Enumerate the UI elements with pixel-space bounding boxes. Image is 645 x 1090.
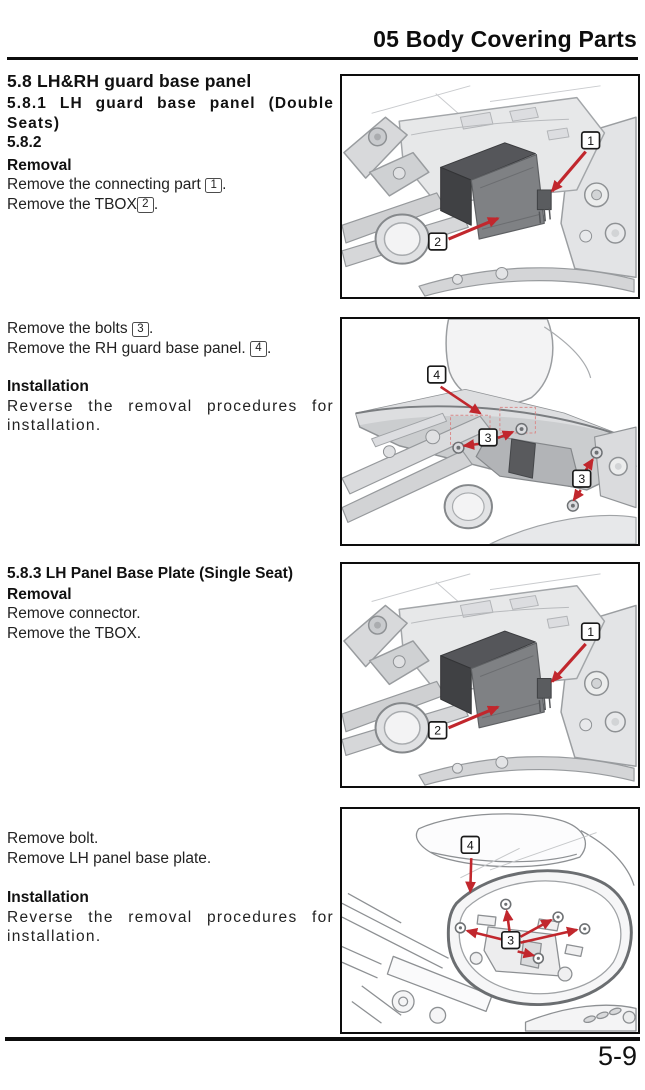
callout-3: 3 [501, 930, 521, 950]
figure-tbox-removal-single-seat: 1 2 [340, 562, 640, 788]
step-remove-tbox: Remove the TBOX. [7, 624, 142, 642]
lh-plate-removal-text-block: Remove bolt. Remove LH panel base plate.… [7, 829, 334, 947]
ref-box-1: 1 [205, 177, 223, 193]
section-5-8-2-heading: 5.8.2 [7, 134, 42, 151]
figure-lh-panel-base-plate: 4 3 [340, 807, 640, 1034]
callout-2: 2 [427, 721, 448, 740]
figure-rh-guard-base-panel: 4 3 3 [340, 317, 640, 546]
spacer [7, 868, 334, 885]
installation-heading: Installation [7, 378, 89, 395]
callout-1: 1 [580, 131, 601, 150]
callout-3b: 3 [572, 469, 592, 488]
ref-box-4: 4 [249, 341, 267, 357]
header-divider [7, 57, 638, 60]
motorcycle-base-plate-illustration: 4 3 [342, 813, 637, 1032]
section-5-8-3-heading: 5.8.3 LH Panel Base Plate (Single Seat) [7, 565, 294, 582]
step-remove-bolts: Remove the bolts 3. [7, 319, 334, 339]
step-text: Remove the TBOX [7, 195, 137, 213]
svg-text:3: 3 [485, 431, 492, 445]
footer-divider [5, 1037, 640, 1041]
removal-heading: Removal [7, 156, 72, 174]
spacer [7, 358, 334, 374]
step-text: Remove the connecting part [7, 176, 206, 193]
red-arrows [447, 150, 587, 241]
page-header-title: 05 Body Covering Parts [373, 26, 637, 52]
ref-box-2: 2 [136, 197, 154, 213]
red-arrows [439, 385, 594, 502]
figure-tbox-removal-double-seats: 1 2 [340, 74, 640, 299]
installation-heading: Installation [7, 889, 89, 906]
step-remove-lh-plate: Remove LH panel base plate. [7, 849, 212, 867]
step-remove-connecting-part: Remove the connecting part 1. [7, 175, 334, 195]
callout-4: 4 [460, 835, 480, 855]
motorcycle-panel-illustration: 4 3 3 [342, 319, 637, 544]
section-5-8-3-text-block: 5.8.3 LH Panel Base Plate (Single Seat) … [7, 564, 334, 643]
svg-text:4: 4 [433, 368, 440, 382]
section-5-8-text-block: 5.8 LH&RH guard base panel 5.8.1 LH guar… [7, 70, 334, 214]
callout-1: 1 [580, 622, 601, 641]
svg-text:3: 3 [507, 934, 514, 948]
rh-panel-removal-text-block: Remove the bolts 3. Remove the RH guard … [7, 319, 334, 436]
step-text: Remove the RH guard base panel. [7, 339, 250, 357]
installation-text: Reverse the removal procedures for insta… [7, 908, 334, 946]
installation-text: Reverse the removal procedures for insta… [7, 397, 334, 435]
callout-3a: 3 [478, 428, 498, 447]
step-suffix: . [266, 339, 272, 357]
motorcycle-tbox-illustration: 1 2 [342, 84, 638, 297]
page-number: 5-9 [597, 1041, 637, 1071]
step-suffix: . [148, 320, 154, 337]
ref-box-3: 3 [131, 321, 149, 337]
removal-heading: Removal [7, 585, 72, 603]
svg-text:4: 4 [467, 838, 474, 852]
callout-2: 2 [427, 232, 448, 251]
svg-text:1: 1 [587, 134, 594, 148]
svg-text:3: 3 [578, 472, 585, 486]
step-remove-connector: Remove connector. [7, 605, 141, 622]
section-5-8-1-heading: 5.8.1 LH guard base panel (Double Seats) [7, 95, 334, 132]
svg-text:2: 2 [434, 235, 441, 249]
step-remove-rh-panel: Remove the RH guard base panel. 4. [7, 339, 334, 359]
red-arrows [465, 858, 579, 959]
svg-text:1: 1 [587, 625, 594, 639]
callout-4: 4 [427, 365, 447, 384]
section-5-8-heading: 5.8 LH&RH guard base panel [7, 71, 252, 91]
step-text: Remove the bolts [7, 320, 132, 337]
step-suffix: . [153, 195, 159, 213]
svg-text:2: 2 [434, 724, 441, 738]
step-remove-bolt: Remove bolt. [7, 830, 99, 847]
step-suffix: . [222, 176, 227, 193]
motorcycle-tbox-illustration: 1 2 [342, 572, 638, 786]
red-arrows [447, 642, 587, 730]
